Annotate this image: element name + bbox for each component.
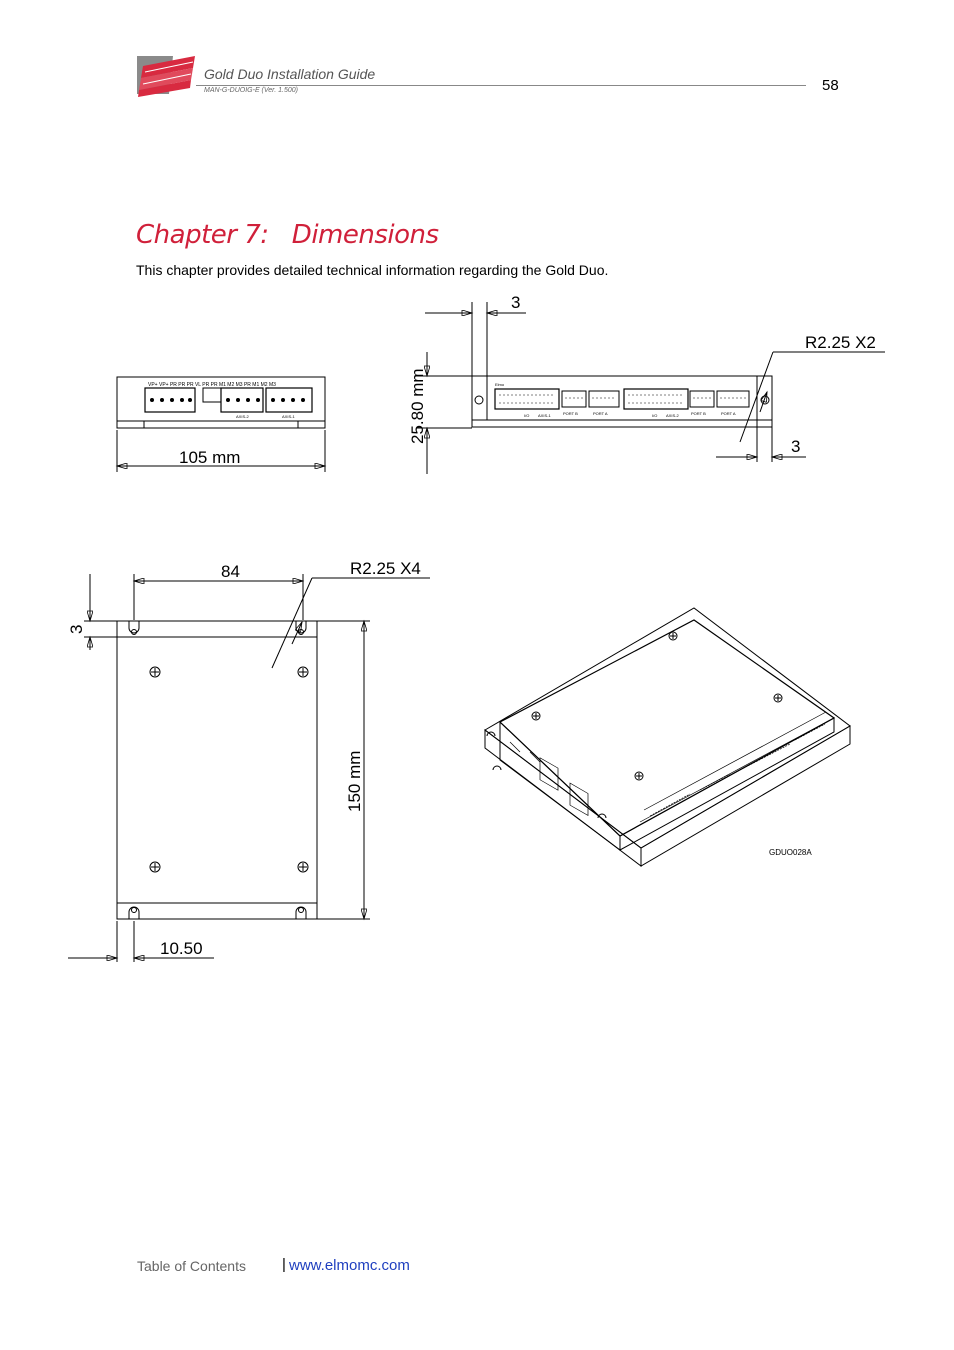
page-number: 58 bbox=[822, 77, 839, 94]
top-view bbox=[68, 574, 430, 962]
front-axis1-label: AXIS-1 bbox=[282, 414, 295, 419]
footer-website-link[interactable]: www.elmomc.com bbox=[289, 1257, 410, 1274]
side-axis1-label: AXIS-1 bbox=[538, 413, 551, 418]
front-connector-labels: VP+ VP+ PR PR PR VL PR PR M1 M2 M3 PR M1… bbox=[148, 382, 276, 388]
dim-150mm: 150 mm bbox=[345, 751, 364, 812]
side-view: Elmo I/O AXIS-1 PORT B PORT A I/O AXIS-2… bbox=[416, 302, 885, 474]
side-portb-right: PORT B bbox=[691, 411, 706, 416]
isometric-view bbox=[484, 607, 851, 868]
dim-10-50: 10.50 bbox=[160, 939, 203, 958]
dim-105mm: 105 mm bbox=[179, 448, 240, 467]
side-portb-left: PORT B bbox=[563, 411, 578, 416]
chapter-intro: This chapter provides detailed technical… bbox=[136, 262, 609, 278]
screw-icon bbox=[149, 666, 309, 873]
front-view: VP+ VP+ PR PR PR VL PR PR M1 M2 M3 PR M1… bbox=[117, 376, 325, 472]
elmo-logo bbox=[137, 56, 195, 97]
chapter-title: Chapter 7: Dimensions bbox=[136, 220, 439, 250]
side-io-left: I/O bbox=[524, 413, 529, 418]
header-title: Gold Duo Installation Guide bbox=[204, 66, 376, 82]
side-io-right: I/O bbox=[652, 413, 657, 418]
header-doc-id: MAN-G-DUOIG-E (Ver. 1.500) bbox=[204, 87, 298, 94]
side-brand-label: Elmo bbox=[495, 382, 505, 387]
side-porta-left: PORT A bbox=[593, 411, 608, 416]
header-rule bbox=[196, 85, 806, 86]
side-porta-right: PORT A bbox=[721, 411, 736, 416]
footer-separator: | bbox=[282, 1256, 286, 1273]
dim-3-top: 3 bbox=[511, 293, 520, 312]
dim-r225-x4: R2.25 X4 bbox=[350, 559, 421, 578]
screw-icon bbox=[531, 631, 783, 781]
dim-84: 84 bbox=[221, 562, 240, 581]
figure-id: GDUO028A bbox=[769, 848, 812, 857]
footer-table-of-contents[interactable]: Table of Contents bbox=[137, 1258, 246, 1274]
dim-3-left: 3 bbox=[67, 625, 86, 634]
dim-r225-x2: R2.25 X2 bbox=[805, 333, 876, 352]
side-axis2-label: AXIS-2 bbox=[666, 413, 679, 418]
dimensions-drawing: VP+ VP+ PR PR PR VL PR PR M1 M2 M3 PR M1… bbox=[67, 293, 885, 962]
front-axis2-label: AXIS-2 bbox=[236, 414, 249, 419]
dim-3-right: 3 bbox=[791, 437, 800, 456]
dim-25-80mm: 25.80 mm bbox=[408, 368, 427, 444]
